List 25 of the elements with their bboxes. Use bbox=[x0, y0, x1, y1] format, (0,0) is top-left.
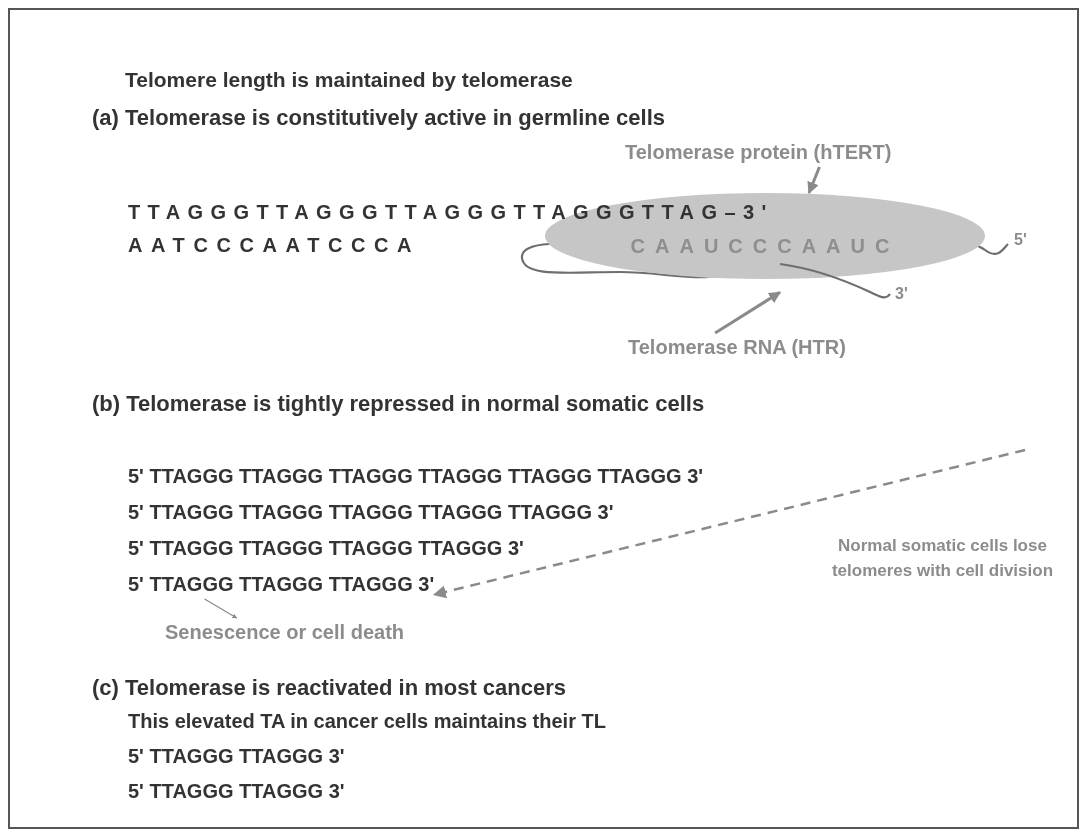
arrow bbox=[203, 598, 238, 619]
end-label: 3' bbox=[895, 284, 908, 304]
telomere-sequence: 5' TTAGGG TTAGGG TTAGGG TTAGGG 3' bbox=[128, 536, 524, 561]
telomere-sequence: 5' TTAGGG TTAGGG TTAGGG 3' bbox=[128, 570, 435, 599]
section-heading: (b) Telomerase is tightly repressed in normal somatic cells bbox=[92, 390, 705, 418]
telomere-sequence: 5' TTAGGG TTAGGG 3' bbox=[128, 779, 345, 804]
arrow bbox=[807, 166, 821, 195]
annotation-text: Normal somatic cells lose telomeres with cell division bbox=[830, 535, 1055, 582]
subheading: This elevated TA in cancer cells maintains their TL bbox=[128, 709, 606, 734]
rna-strand-curve bbox=[779, 262, 891, 299]
dashed-arrow bbox=[432, 448, 1026, 599]
rna-sequence: CAAUCCCAAUC bbox=[630, 234, 900, 258]
section-heading: (a) Telomerase is constitutively active in germline cells bbox=[92, 104, 666, 132]
end-label: 5' bbox=[1014, 230, 1027, 250]
outcome-label: Senescence or cell death bbox=[165, 618, 404, 647]
rna-label: Telomerase RNA (HTR) bbox=[628, 333, 846, 362]
telomere-sequence: 5' TTAGGG TTAGGG 3' bbox=[128, 744, 345, 769]
telomere-sequence: 5' TTAGGG TTAGGG TTAGGG TTAGGG TTAGGG 3' bbox=[128, 500, 614, 525]
dna-strand-sequence: AATCCCAATCCCA bbox=[128, 233, 421, 258]
title: Telomere length is maintained by telomerase bbox=[125, 67, 573, 93]
protein-label: Telomerase protein (hTERT) bbox=[625, 138, 892, 167]
dna-strand-sequence: TTAGGGTTAGGGTTAGGGTTAGGGTTAG–3' bbox=[128, 200, 774, 225]
telomere-sequence: 5' TTAGGG TTAGGG TTAGGG TTAGGG TTAGGG TTAGGG 3' bbox=[128, 464, 704, 489]
arrow bbox=[714, 291, 781, 335]
section-heading: (c) Telomerase is reactivated in most cancers bbox=[92, 674, 567, 702]
